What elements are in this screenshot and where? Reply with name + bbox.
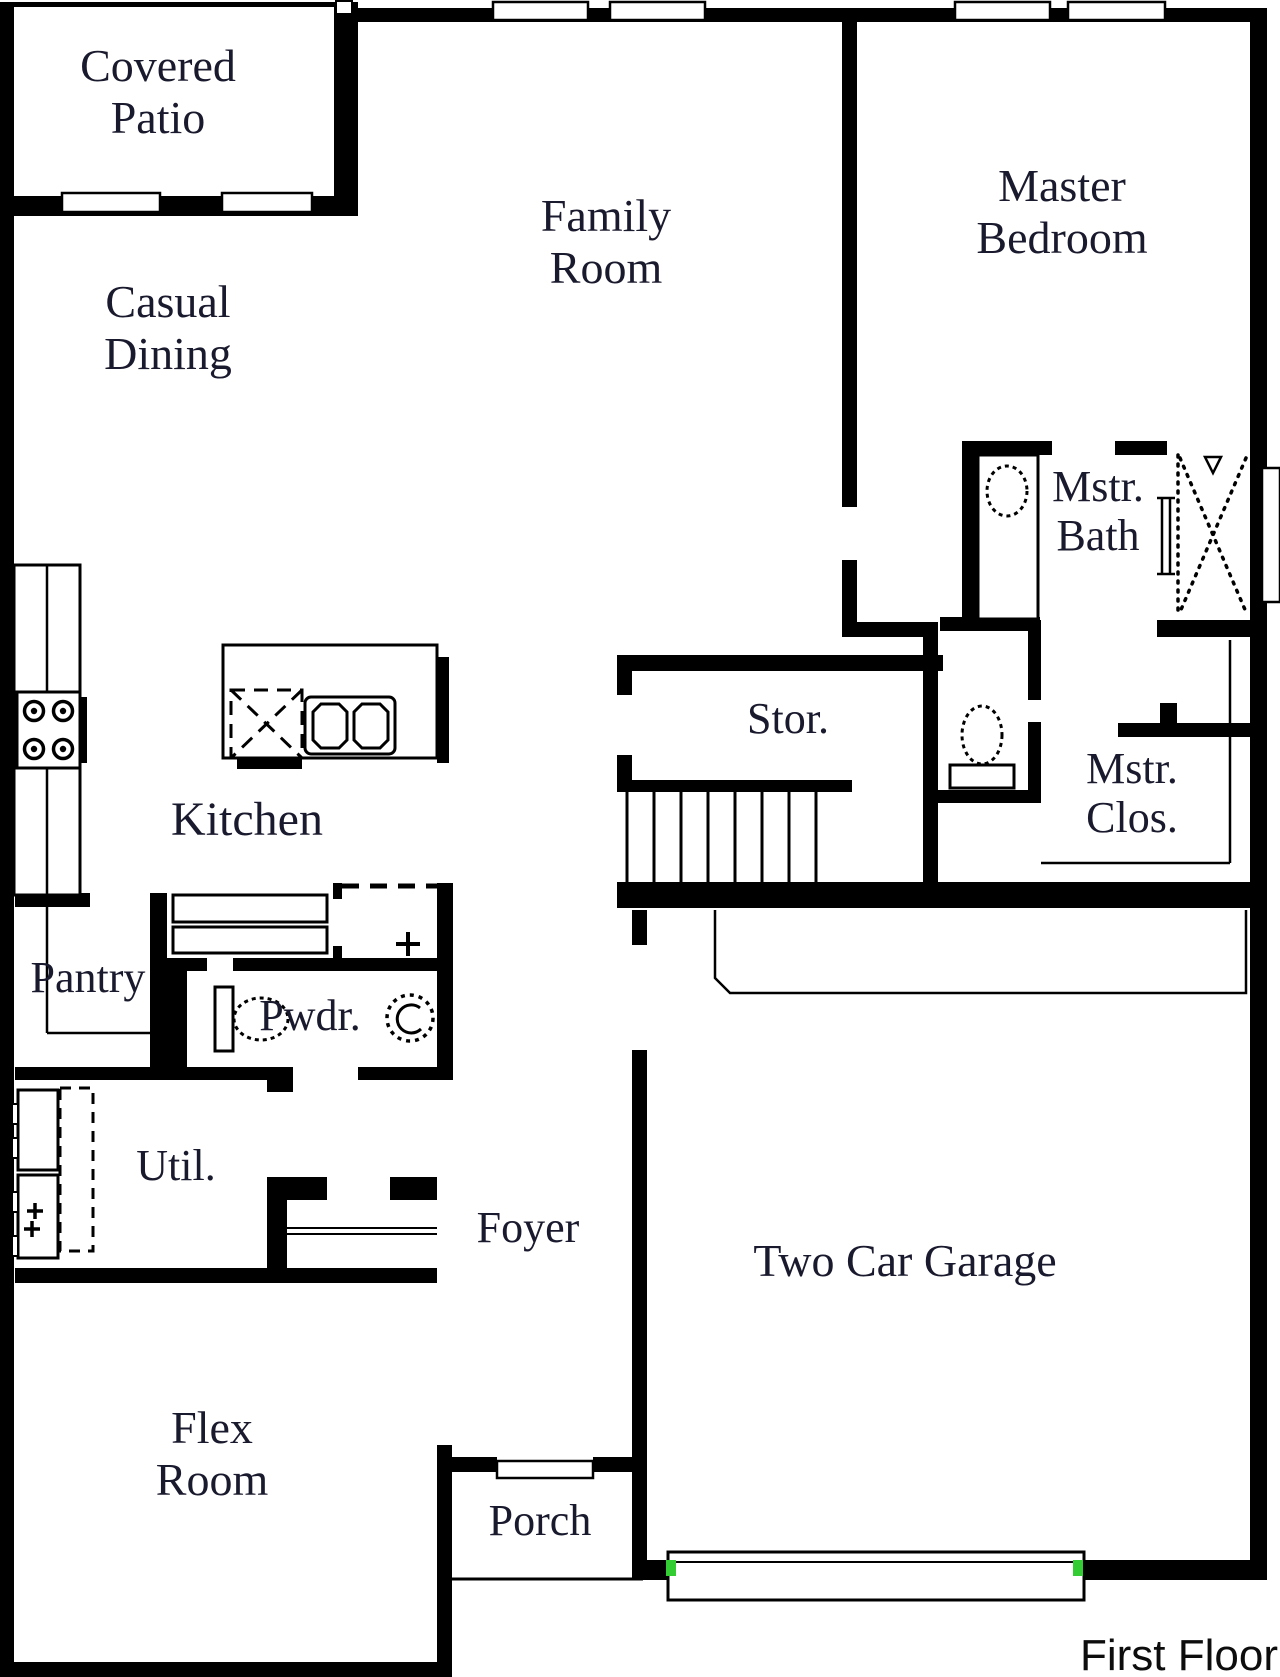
master-toilet-icon: [948, 704, 1016, 790]
room-label-master-bath: Mstr. Bath: [1052, 462, 1144, 561]
room-label-master-bedroom: Master Bedroom: [976, 160, 1148, 263]
room-label-garage: Two Car Garage: [753, 1235, 1057, 1286]
room-label-casual-dining: Casual Dining: [104, 276, 232, 379]
room-label-storage: Stor.: [747, 694, 829, 743]
coat-closet-shelf-icon: [287, 1227, 437, 1235]
window-icon: [608, 0, 707, 22]
kitchen-double-sink-icon: [303, 695, 397, 756]
pedestal-sink-icon: [385, 993, 435, 1043]
room-label-pantry: Pantry: [30, 953, 146, 1002]
garage-door-icon: [666, 1550, 1086, 1602]
room-label-kitchen: Kitchen: [171, 793, 323, 846]
dryer-icon: [11, 1173, 60, 1260]
front-door-icon: [495, 1459, 595, 1480]
windows: [60, 0, 1280, 604]
powder-toilet-icon: [213, 985, 290, 1053]
room-label-family-room: Family Room: [540, 190, 672, 293]
island-prep-sink-icon: [229, 688, 304, 760]
room-label-powder: Pwdr.: [259, 991, 361, 1040]
washer-icon: [11, 1088, 60, 1172]
patio-corner-notch: [335, 0, 353, 15]
closet-shelving-icon: [1041, 640, 1232, 865]
window-icon: [1066, 0, 1167, 22]
shower-wall-notch: [1260, 466, 1280, 604]
stairs-icon: [625, 792, 818, 882]
window-icon: [491, 0, 590, 22]
bench-lockers-icon: [171, 893, 329, 955]
master-vanity-sink-icon: [976, 453, 1040, 621]
upper-cabinet-icon: [342, 883, 437, 956]
pantry-shelves: [45, 907, 150, 1035]
window-icon: [953, 0, 1052, 22]
window-icon: [60, 191, 162, 214]
window-icon: [220, 191, 314, 214]
laundry-hookups-icon: [24, 1203, 43, 1237]
shower-door: [1157, 496, 1175, 576]
room-label-foyer: Foyer: [476, 1203, 580, 1252]
shower-icon: [1176, 453, 1248, 619]
room-label-flex-room: Flex Room: [155, 1402, 269, 1505]
plan-title: First Floor: [1080, 1631, 1278, 1677]
room-label-covered-patio: Covered Patio: [80, 40, 236, 143]
room-label-master-closet: Mstr. Clos.: [1086, 744, 1178, 843]
utility-cabinet-dashed: [58, 1086, 95, 1253]
kitchen-island: [221, 643, 439, 760]
garage-ceiling-line: [713, 910, 1248, 995]
room-label-utility: Util.: [136, 1141, 216, 1190]
cooktop-icon: [15, 690, 82, 770]
room-label-porch: Porch: [488, 1496, 592, 1545]
patio-roof-line: [0, 2, 345, 7]
